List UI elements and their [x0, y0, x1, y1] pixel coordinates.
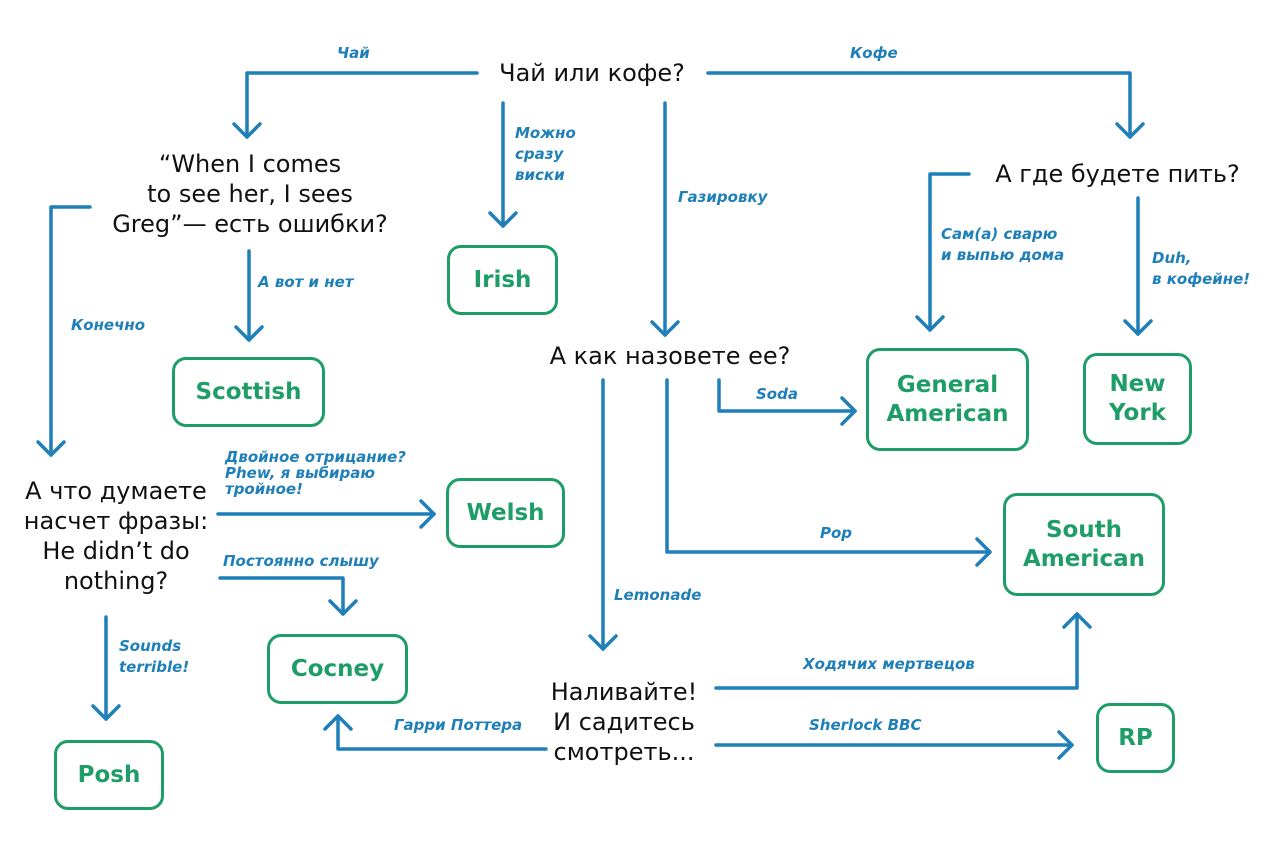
edge-label-soda-drink: Газировку	[678, 188, 768, 206]
arrowhead-no-errors	[234, 325, 264, 342]
edge-label-harry-potter: Гарри Поттера	[394, 716, 523, 734]
question-pour-and-watch: Наливайте! И садитесь смотреть...	[550, 678, 698, 766]
edge-label-tea: Чай	[337, 44, 370, 62]
arrowhead-harry-potter	[323, 714, 353, 731]
edge-label-lemonade: Lemonade	[614, 586, 702, 604]
edge-label-soda: Soda	[756, 385, 798, 403]
result-irish: Irish	[447, 245, 558, 315]
arrow-soda	[717, 378, 857, 413]
edge-label-sounds-terrible: Sounds terrible!	[119, 637, 190, 676]
arrow-make-home	[928, 172, 971, 332]
arrow-harry-potter	[336, 714, 548, 751]
arrowhead-coffee	[1115, 122, 1145, 139]
arrowhead-of-course	[36, 440, 66, 457]
arrow-of-course	[49, 205, 92, 457]
result-rp: RP	[1096, 703, 1175, 773]
edge-label-coffee: Кофе	[850, 44, 898, 62]
edge-label-hear-often: Постоянно слышу	[223, 552, 379, 570]
arrowhead-soda-drink	[650, 320, 680, 337]
result-welsh: Welsh	[446, 478, 565, 548]
edge-label-sherlock: Sherlock BBC	[809, 716, 922, 734]
arrowhead-sherlock	[1057, 730, 1074, 760]
arrow-coffee	[706, 71, 1132, 139]
edge-label-pop: Pop	[820, 524, 853, 542]
question-where-drink: А где будете пить?	[995, 160, 1240, 188]
arrowhead-tea	[232, 122, 262, 139]
question-grammar: “When I comes to see her, I sees Greg”— …	[112, 150, 388, 238]
arrowhead-triple-neg	[419, 499, 436, 529]
question-tea-or-coffee: Чай или кофе?	[499, 59, 685, 87]
arrowhead-whisky	[488, 211, 518, 228]
arrowhead-hear-often	[328, 599, 358, 616]
arrowhead-walking-dead	[1062, 612, 1092, 629]
result-posh: Posh	[54, 740, 164, 810]
edge-label-whisky: Можно сразу виски	[515, 124, 576, 184]
edge-label-triple-negative: Двойное отрицание? Phew, я выбираю тройн…	[225, 448, 406, 498]
result-scottish: Scottish	[172, 357, 325, 427]
edge-label-of-course: Конечно	[71, 316, 146, 334]
edge-label-in-cafe: Duh, в кофейне!	[1152, 249, 1251, 288]
edge-label-walking-dead: Ходячих мертвецов	[803, 655, 975, 673]
result-new-york: New York	[1083, 353, 1192, 445]
arrowhead-pop	[975, 537, 992, 567]
question-name-it: А как назовете ее?	[549, 342, 791, 370]
result-general-american: General American	[866, 348, 1029, 451]
result-south-american: South American	[1003, 493, 1165, 596]
edge-label-no-errors: А вот и нет	[258, 273, 354, 291]
arrow-pop	[665, 378, 992, 554]
arrowhead-lemonade	[588, 634, 618, 651]
arrowhead-make-home	[915, 315, 945, 332]
arrowhead-in-cafe	[1123, 319, 1153, 336]
arrow-tea	[245, 71, 479, 139]
arrowhead-soda	[840, 396, 857, 426]
arrowhead-sounds-terrible	[91, 704, 121, 721]
arrow-hear-often	[218, 576, 345, 616]
arrow-walking-dead	[714, 612, 1079, 690]
question-double-negative: А что думаете насчет фразы: He didn’t do…	[23, 477, 209, 595]
edge-label-make-home: Сам(а) сварю и выпью дома	[941, 225, 1065, 264]
result-cocney: Cocney	[267, 634, 408, 704]
